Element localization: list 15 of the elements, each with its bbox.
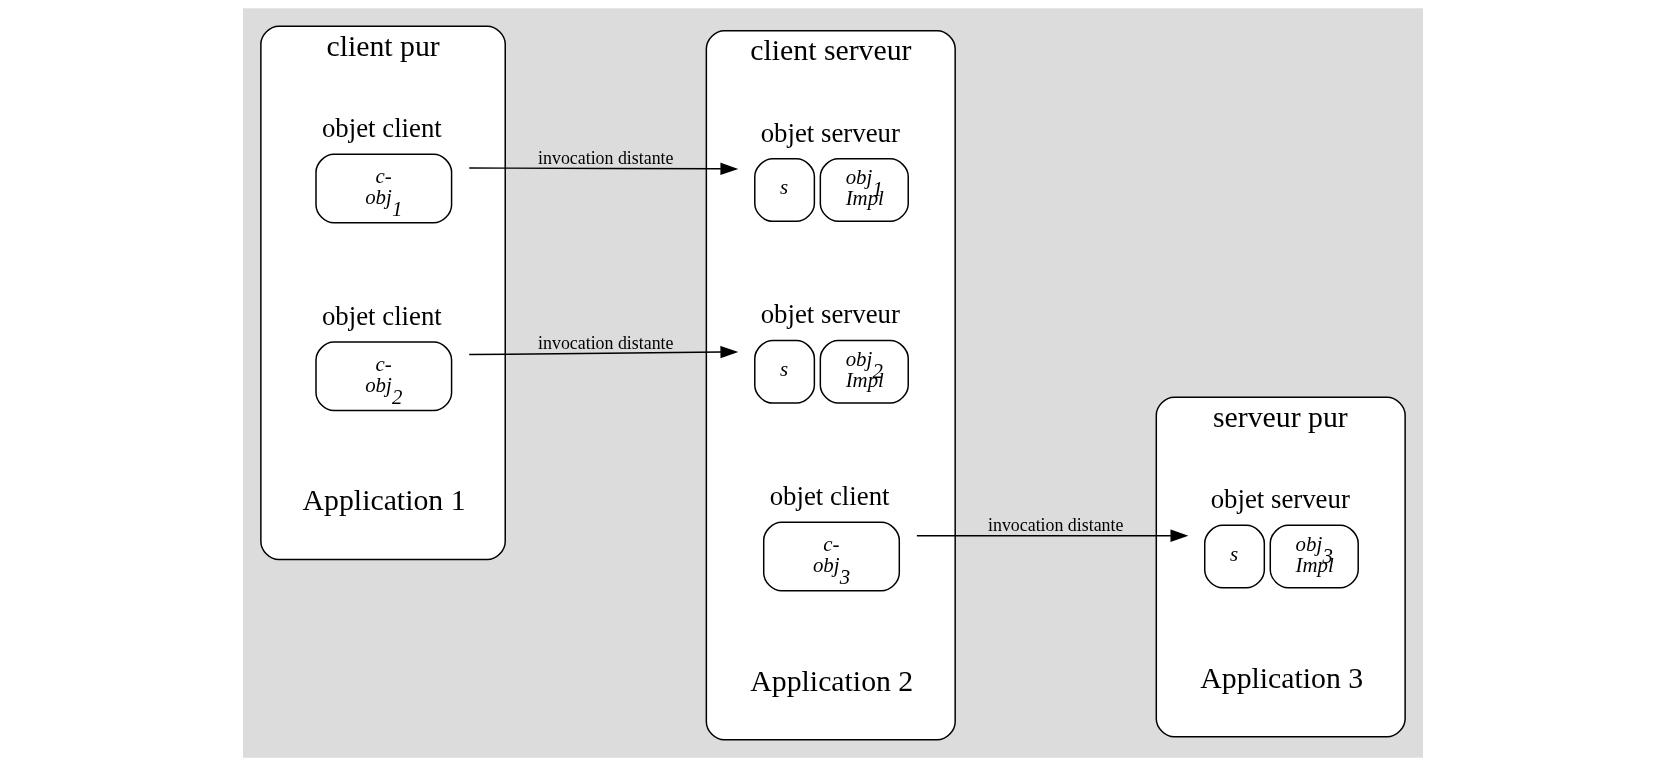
arrow: [916, 529, 1189, 542]
node-label: Application 3: [1200, 660, 1364, 694]
node-label: objet client: [321, 113, 442, 144]
arrow: [468, 345, 739, 359]
edge-label: invocation distante: [538, 148, 674, 169]
node-label: objet serveur: [760, 117, 900, 148]
node-label: objet serveur: [1210, 484, 1350, 514]
node-label: objet serveur: [760, 299, 900, 330]
node-label: Application 2: [750, 663, 914, 697]
arrow: [468, 162, 739, 176]
node-label: Application 1: [302, 483, 466, 517]
edge-label: invocation distante: [538, 332, 674, 353]
node-label: objet client: [321, 300, 442, 331]
edge-label: invocation distante: [988, 514, 1124, 535]
node-label: objet client: [769, 481, 890, 512]
